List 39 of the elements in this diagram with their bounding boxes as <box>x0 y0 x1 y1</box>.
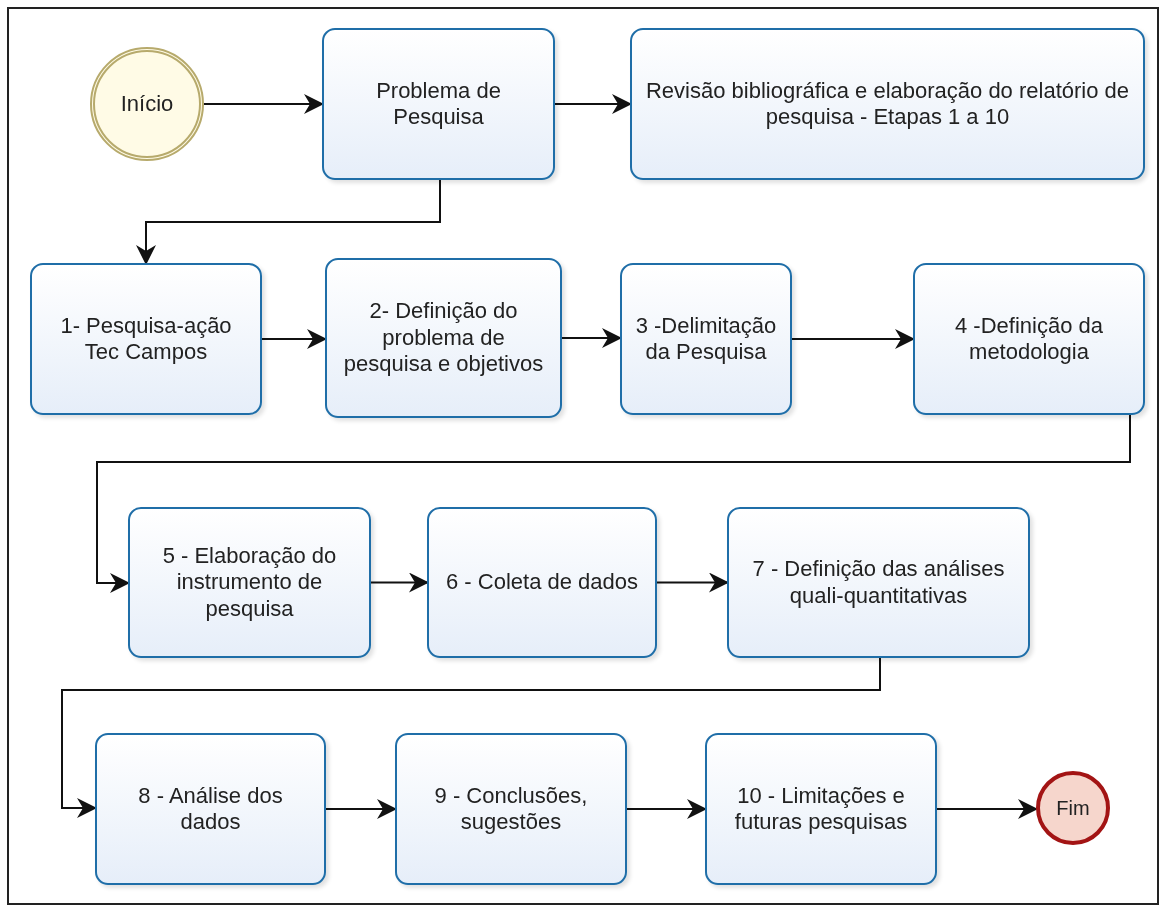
process-box <box>913 263 1145 415</box>
arrow <box>370 572 429 593</box>
node-label: Problema de Pesquisa <box>375 77 502 131</box>
node-label: Revisão bibliográfica e elaboração do relatório de pesquisa - Etapas 1 a 10 <box>644 77 1131 131</box>
process-box <box>427 507 657 658</box>
node-label: 2- Definição do problema de pesquisa e objetivos <box>342 298 545 378</box>
arrow <box>561 328 622 348</box>
arrow <box>136 179 441 265</box>
process-box <box>30 263 262 415</box>
node-label: 6 - Coleta de dados <box>446 569 638 596</box>
process-box <box>705 733 937 885</box>
arrow <box>626 799 707 819</box>
process-box <box>620 263 792 415</box>
arrow <box>791 329 915 349</box>
node-label: 9 - Conclusões, sugestões <box>433 782 589 836</box>
arrow <box>61 657 881 818</box>
process-box <box>95 733 326 885</box>
node-label: 8 - Análise dos dados <box>137 782 284 836</box>
node-label: 4 -Definição da metodologia <box>954 312 1104 366</box>
arrow <box>325 799 397 819</box>
node-label: Fim <box>1056 796 1090 820</box>
arrow <box>936 799 1038 819</box>
node-label: Início <box>120 90 174 118</box>
arrow <box>96 414 1131 593</box>
node-label: 10 - Limitações e futuras pesquisas <box>733 782 909 836</box>
process-box <box>128 507 371 658</box>
process-box <box>630 28 1145 180</box>
arrow <box>656 572 729 593</box>
process-box <box>395 733 627 885</box>
process-box <box>727 507 1030 658</box>
arrow <box>203 94 324 114</box>
process-box <box>325 258 562 418</box>
node-label: 1- Pesquisa-ação Tec Campos <box>59 312 233 366</box>
arrow <box>554 94 632 114</box>
node-label: 7 - Definição das análises quali-quantitativas <box>751 556 1006 609</box>
arrow <box>261 329 327 349</box>
process-box <box>322 28 555 180</box>
node-label: 3 -Delimitação da Pesquisa <box>634 312 778 366</box>
node-label: 5 - Elaboração do instrumento de pesquisa <box>161 542 338 623</box>
